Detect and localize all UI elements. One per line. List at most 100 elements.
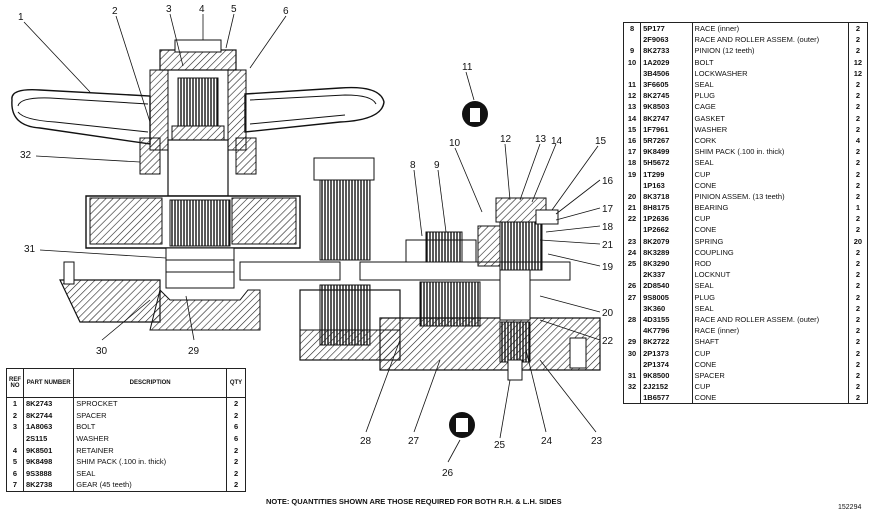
callout-label: 8 (410, 160, 416, 171)
cell-desc: RACE AND ROLLER ASSEM. (outer) (691, 313, 849, 326)
callout-label: 10 (449, 138, 461, 149)
cell-qty: 2 (847, 224, 869, 236)
cell-qty: 2 (847, 34, 869, 46)
cell-qty: 2 (847, 45, 869, 57)
cell-desc: BOLT (691, 56, 849, 68)
cell-part: 9K8499 (640, 146, 693, 158)
cell-part: 8K2743 (22, 397, 75, 410)
cell-ref: 17 (622, 146, 642, 158)
cell-desc: SPACER (73, 409, 228, 422)
cell-part: 1A8063 (22, 421, 75, 433)
cell-ref: 22 (622, 213, 642, 225)
cell-desc: CUP (691, 347, 849, 359)
callout-label: 4 (199, 4, 205, 15)
callout-label: 32 (20, 150, 32, 161)
cell-part: 8K2738 (22, 479, 75, 492)
callout-label: 27 (408, 436, 420, 447)
plate-number: 152294 (838, 504, 862, 511)
callout-label: 31 (24, 244, 36, 255)
cell-part: 9S3888 (22, 467, 75, 480)
cell-qty: 20 (847, 235, 869, 247)
callout-label: 3 (166, 4, 172, 15)
cell-desc: CONE (691, 358, 849, 370)
cell-ref: 32 (622, 381, 642, 393)
cell-ref: 24 (622, 246, 642, 258)
cell-qty: 2 (847, 291, 869, 303)
cell-part: 8H8175 (640, 202, 693, 214)
cell-desc: SPRING (691, 235, 849, 247)
cell-part: 1A2029 (640, 56, 693, 68)
callout-label: 11 (462, 62, 473, 73)
cell-part: 9K8501 (22, 444, 75, 456)
cell-part: 2D8540 (640, 280, 693, 292)
cell-ref: 9 (622, 45, 642, 57)
cell-desc: BOLT (73, 421, 228, 433)
cell-part: 8K2747 (640, 112, 693, 124)
cell-qty: 12 (847, 67, 869, 79)
callout-label: 2 (112, 6, 118, 17)
cell-desc: SHAFT (691, 336, 849, 348)
callout-label: 19 (602, 262, 614, 273)
cell-qty: 2 (847, 112, 869, 124)
callout-label: 12 (500, 134, 512, 145)
cell-desc: SHIM PACK (.100 in. thick) (691, 146, 849, 158)
cell-ref: 28 (622, 313, 642, 326)
cell-desc: LOCKWASHER (691, 67, 849, 79)
callout-label: 22 (602, 336, 614, 347)
cell-qty: 2 (847, 313, 869, 326)
cell-part: 9K8498 (22, 455, 75, 468)
cell-part: 8K2722 (640, 336, 693, 348)
cell-qty: 12 (847, 56, 869, 68)
cell-desc: ROD (691, 257, 849, 270)
cell-ref: 27 (622, 291, 642, 303)
main-housing (59, 195, 341, 331)
cell-desc: WASHER (73, 432, 228, 445)
cell-qty: 2 (847, 269, 869, 281)
cell-ref (622, 269, 642, 281)
cell-desc: CUP (691, 168, 849, 180)
cell-part: 8K2733 (640, 45, 693, 57)
cell-desc: RACE AND ROLLER ASSEM. (outer) (691, 34, 849, 46)
callout-label: 16 (602, 176, 614, 187)
cell-desc: RETAINER (73, 444, 228, 456)
cell-ref: 7 (6, 479, 24, 492)
cell-qty: 2 (847, 101, 869, 113)
callout-label: 20 (602, 308, 614, 319)
cell-qty: 4 (847, 134, 869, 147)
quantity-note: NOTE: QUANTITIES SHOWN ARE THOSE REQUIRE… (266, 497, 562, 506)
cell-ref: 21 (622, 202, 642, 214)
cell-qty: 2 (847, 190, 869, 202)
cell-part: 1P163 (640, 179, 693, 191)
header-part-number: PART NUMBER (22, 368, 75, 398)
callout-label: 21 (602, 240, 614, 251)
cell-qty: 2 (226, 409, 246, 422)
cell-ref (622, 34, 642, 46)
cell-ref: 13 (622, 101, 642, 113)
cell-part: 2J2152 (640, 381, 693, 393)
cell-qty: 6 (226, 421, 246, 433)
cell-qty: 2 (847, 146, 869, 158)
cell-ref: 4 (6, 444, 24, 456)
cell-desc: GEAR (45 teeth) (73, 479, 228, 492)
